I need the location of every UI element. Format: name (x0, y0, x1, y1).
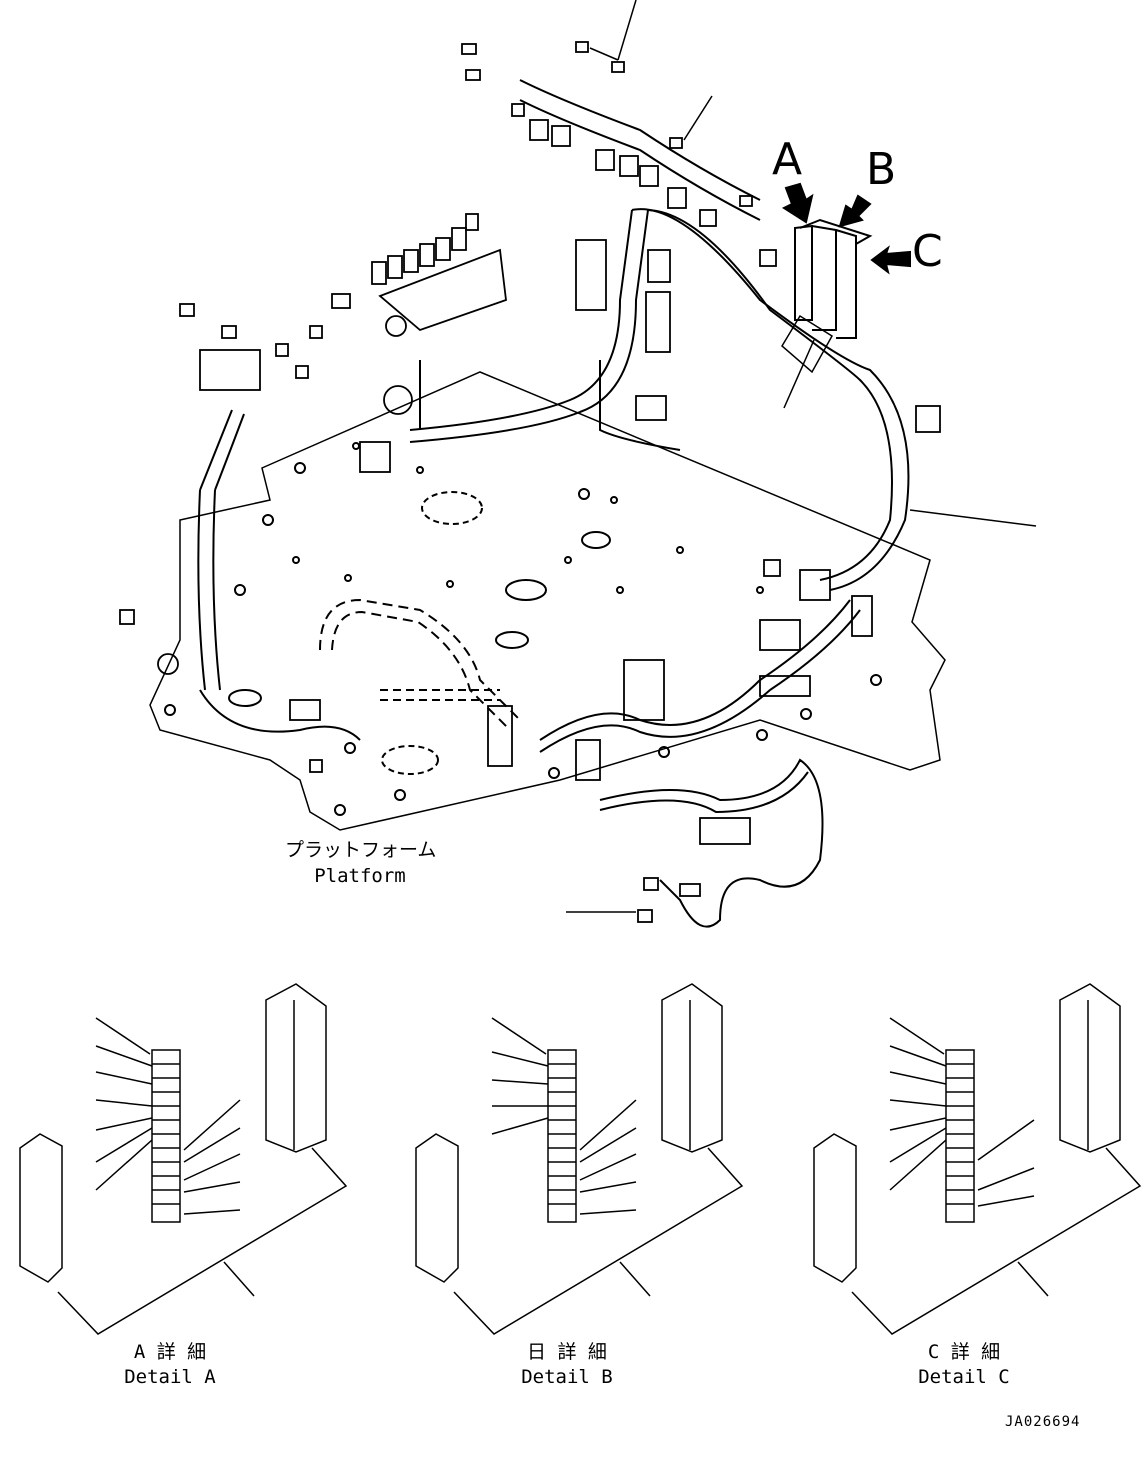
platform-label-jp: プラットフォーム (285, 839, 437, 861)
callout-label-b: B (866, 144, 897, 195)
detail-a-label-jp: A 詳 細 (133, 1341, 207, 1363)
fuse-junction-block (781, 218, 873, 374)
leader-lines (566, 0, 1037, 913)
arrow-a-icon (781, 182, 814, 224)
detail-c-label-jp: C 詳 細 (927, 1341, 1001, 1363)
detail-c-drawing (813, 983, 1142, 1335)
platform-label-en: Platform (314, 865, 406, 887)
arrow-c-icon (870, 245, 911, 275)
platform-plate (149, 371, 946, 831)
arrow-b-icon (838, 194, 872, 228)
detail-c-label-en: Detail C (918, 1366, 1010, 1388)
callout-label-a: A (772, 134, 803, 185)
detail-b-label-jp: 日 詳 細 (527, 1341, 607, 1363)
callout-label-c: C (912, 226, 943, 277)
detail-b-drawing (415, 983, 744, 1335)
main-harness (197, 79, 910, 928)
detail-a-drawing (19, 983, 348, 1335)
detail-b-label-en: Detail B (521, 1366, 613, 1388)
detail-a-label-en: Detail A (124, 1366, 216, 1388)
callout-arrows (781, 182, 911, 275)
connectors (119, 41, 941, 923)
drawing-code: JA026694 (1005, 1414, 1081, 1430)
